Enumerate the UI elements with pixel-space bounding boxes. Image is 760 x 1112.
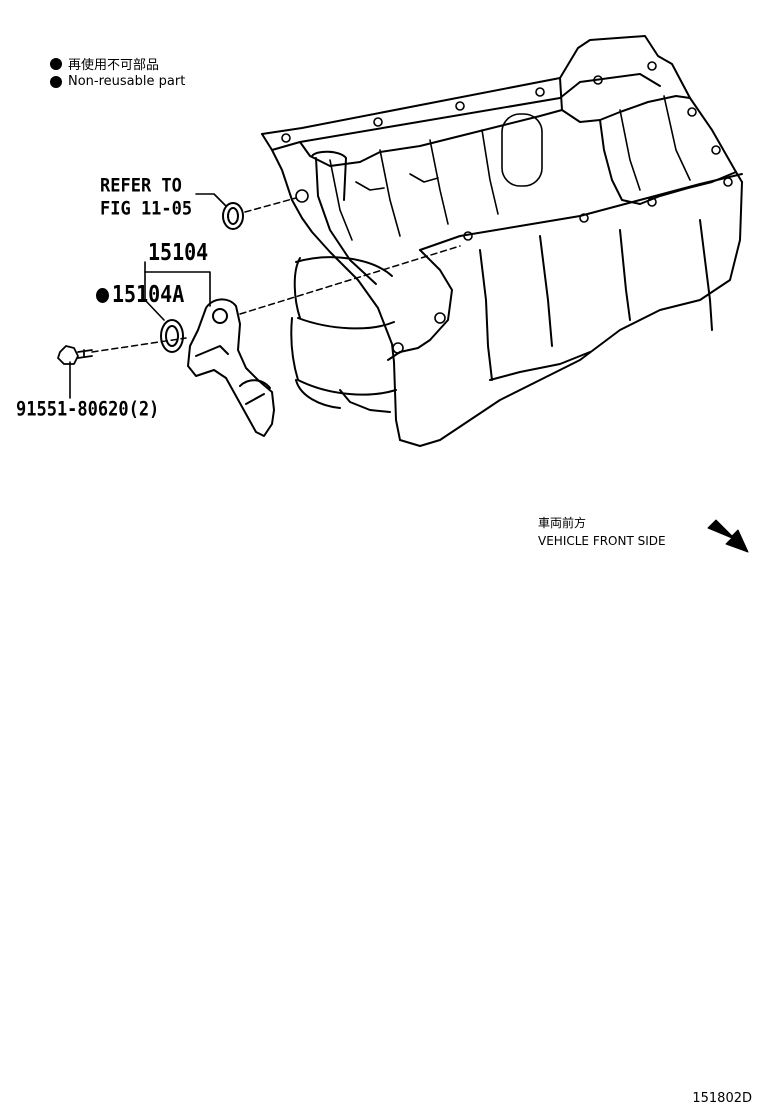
gasket-number-text: 15104A	[112, 280, 185, 308]
refer-callout: REFER TO FIG 11-05	[100, 175, 192, 221]
flange-bolt-holes	[281, 61, 733, 354]
front-direction-arrow-icon	[707, 519, 749, 553]
pump-gasket-ring	[160, 319, 184, 353]
illustration-code: 151802D	[692, 1091, 752, 1106]
callout-leaders	[69, 193, 227, 399]
legend-item-jp: 再使用不可部品	[50, 54, 159, 73]
non-reusable-dot-icon	[50, 57, 62, 70]
assembly-dashed-lines	[91, 197, 461, 353]
gasket-number-label: 15104A	[96, 280, 184, 308]
legend-text-jp: 再使用不可部品	[68, 58, 160, 73]
pan-rib-details	[329, 95, 691, 241]
legend-text-en: Non-reusable part	[68, 74, 186, 89]
vehicle-front-label-en: VEHICLE FRONT SIDE	[538, 534, 666, 548]
vehicle-front-label: 車両前方 VEHICLE FRONT SIDE	[538, 514, 666, 550]
bolt-number-label: 91551-80620(2)	[16, 398, 160, 421]
oil-pan-outline	[261, 35, 743, 447]
legend-item-en: Non-reusable part	[50, 74, 185, 89]
o-ring-ref	[222, 202, 244, 230]
oil-filter-housing	[290, 150, 397, 413]
refer-line-1: REFER TO	[100, 175, 182, 197]
flange-bolt	[57, 345, 93, 365]
assembly-number-label: 15104	[148, 238, 209, 266]
non-reusable-dot-icon	[50, 75, 62, 88]
refer-line-2: FIG 11-05	[100, 198, 193, 221]
vehicle-front-label-jp: 車両前方	[538, 516, 587, 530]
oil-strainer-part	[187, 298, 275, 437]
non-reusable-dot-icon	[96, 288, 109, 303]
